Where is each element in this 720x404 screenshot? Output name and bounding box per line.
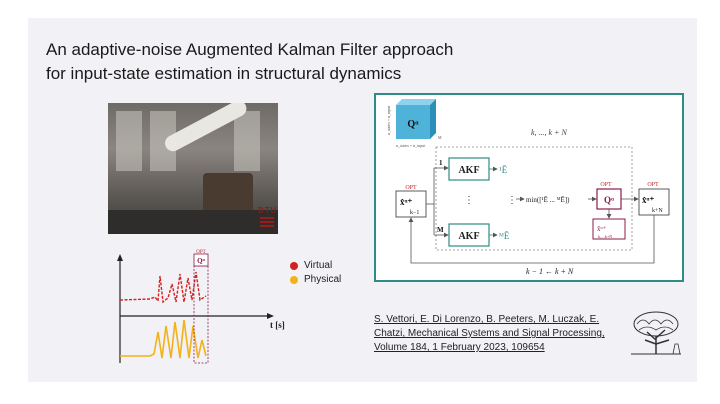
- branch-m-label: M: [437, 226, 444, 234]
- plot-legend: Virtual Physical: [290, 260, 341, 288]
- legend-item-physical: Physical: [290, 274, 341, 285]
- y-arrow-icon: [117, 254, 123, 261]
- cube-side-label-v: n_states + n_input: [386, 105, 391, 135]
- slide-title: An adaptive-noise Augmented Kalman Filte…: [46, 38, 453, 86]
- legend-item-virtual: Virtual: [290, 260, 341, 271]
- cube-side-label-h: n_states + n_input: [396, 143, 426, 148]
- x-prev-sub: k−1: [410, 210, 419, 216]
- virtual-physical-plot: OPT Qᵅ t [s]: [110, 248, 290, 368]
- e-dots: ⋮: [507, 195, 517, 206]
- plot-q-label: Qᵅ: [197, 257, 205, 265]
- citation-line-2[interactable]: Chatzi, Mechanical Systems and Signal Pr…: [374, 328, 605, 339]
- title-line-2: for input-state estimation in structural…: [46, 62, 453, 86]
- x-prev-label: x̂ᵅ⁺: [400, 197, 413, 207]
- opt-left-label: OPT: [405, 185, 417, 191]
- x-arrow-icon: [267, 313, 274, 319]
- test-rig-photo: [108, 103, 278, 234]
- akf-diagram: Qᵅ M n_states + n_input n_states + n_inp…: [374, 93, 684, 282]
- t-axis-label: t [s]: [270, 320, 285, 330]
- physical-dot-icon: [290, 276, 298, 284]
- opt-right-label: OPT: [647, 182, 659, 188]
- akf-diagram-svg: Qᵅ M n_states + n_input n_states + n_inp…: [376, 95, 682, 280]
- legend-label-virtual: Virtual: [304, 260, 332, 271]
- dtu-logo-mark: [260, 217, 274, 227]
- min-label: min([¹Ē ... ᴹĒ]): [526, 196, 570, 204]
- photo-hub: [203, 173, 253, 215]
- x-next-label: x̂ᵅ⁺: [642, 195, 655, 205]
- loop-label: k − 1 ← k + N: [526, 267, 574, 276]
- q-opt-label: Qᵅ: [604, 195, 614, 205]
- virtual-dot-icon: [290, 262, 298, 270]
- elsevier-tree-logo-icon: [625, 310, 687, 356]
- legend-label-physical: Physical: [304, 274, 341, 285]
- photo-floor: [108, 210, 278, 234]
- citation-line-1[interactable]: S. Vettori, E. Di Lorenzo, B. Peeters, M…: [374, 314, 599, 325]
- opt-mid-label: OPT: [600, 182, 612, 188]
- e1-label: ¹Ē: [499, 165, 508, 175]
- akf-m-label: AKF: [458, 231, 479, 242]
- akf-1-label: AKF: [458, 165, 479, 176]
- x-window-label: x̂ᵅ⁺: [597, 225, 607, 233]
- plot-opt-label: OPT: [196, 250, 205, 255]
- cube-q-label: Qᵅ: [407, 119, 419, 130]
- photo-window: [116, 111, 142, 171]
- x-next-sub: k+N: [652, 208, 663, 214]
- physical-signal: [120, 320, 206, 358]
- em-label: ᴹĒ: [499, 231, 510, 241]
- citation-line-3[interactable]: Volume 184, 1 February 2023, 109654: [374, 342, 545, 353]
- photo-window: [234, 111, 260, 171]
- akf-dots: ⋮: [464, 195, 474, 206]
- dtu-logo: DTU: [258, 206, 277, 215]
- title-line-1: An adaptive-noise Augmented Kalman Filte…: [46, 38, 453, 62]
- virtual-signal: [120, 272, 206, 302]
- cube-m-label: M: [438, 135, 442, 140]
- branch-1-label: 1: [439, 159, 443, 167]
- window-range-label: k, ..., k + N: [531, 128, 568, 137]
- citation[interactable]: S. Vettori, E. Di Lorenzo, B. Peeters, M…: [374, 313, 624, 355]
